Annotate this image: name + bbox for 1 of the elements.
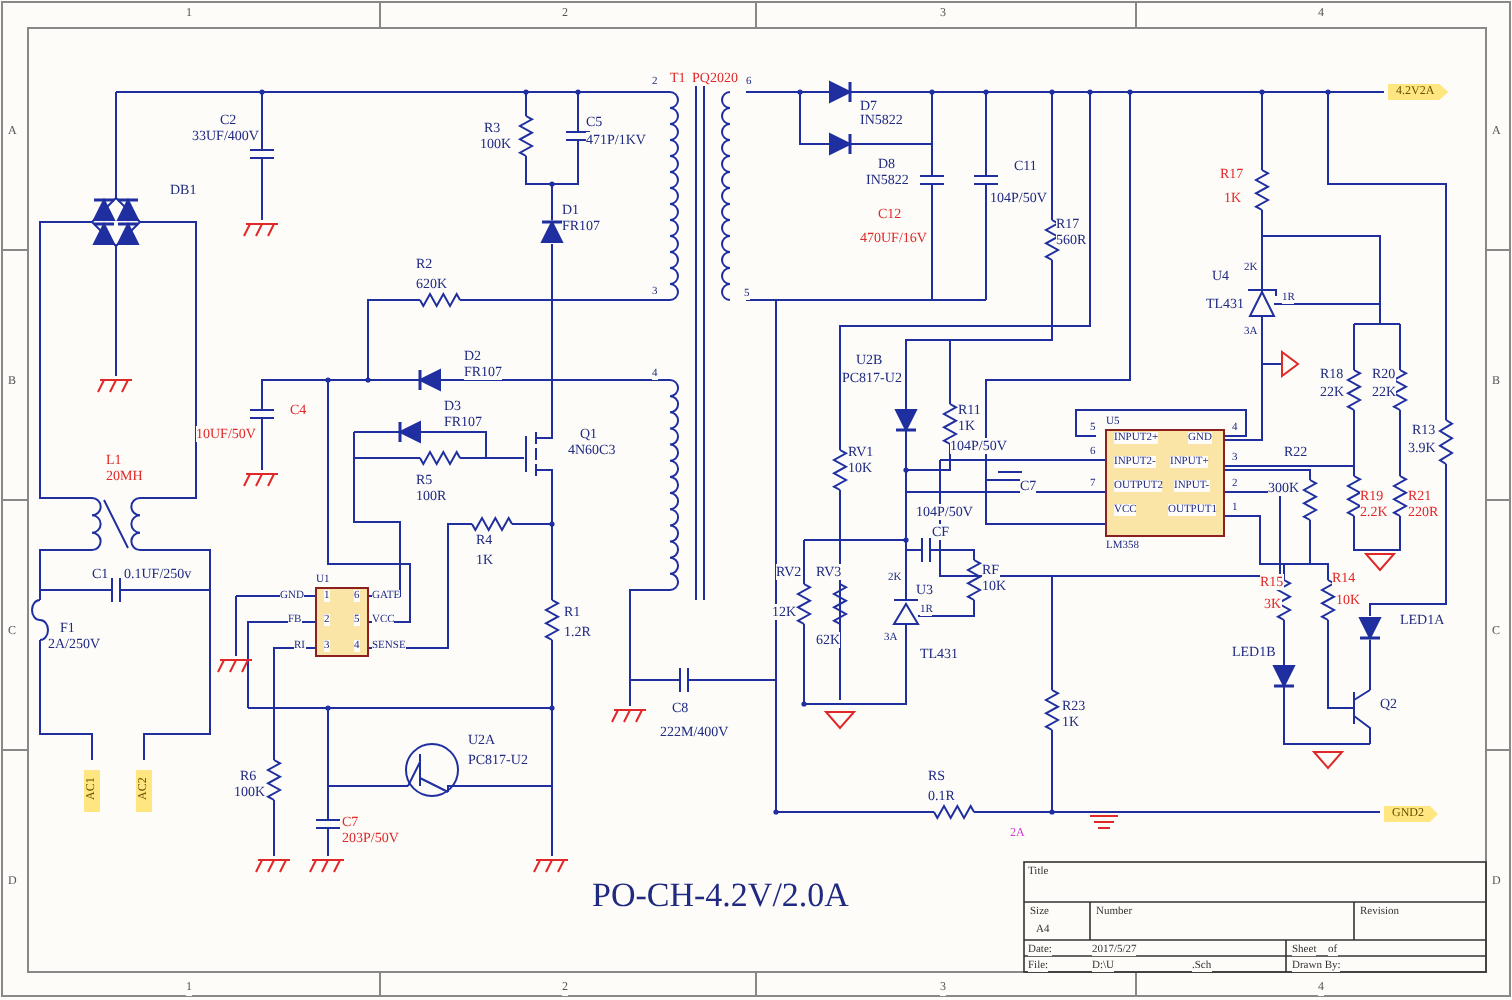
schematic-title: PO-CH-4.2V/2.0A — [592, 876, 849, 916]
